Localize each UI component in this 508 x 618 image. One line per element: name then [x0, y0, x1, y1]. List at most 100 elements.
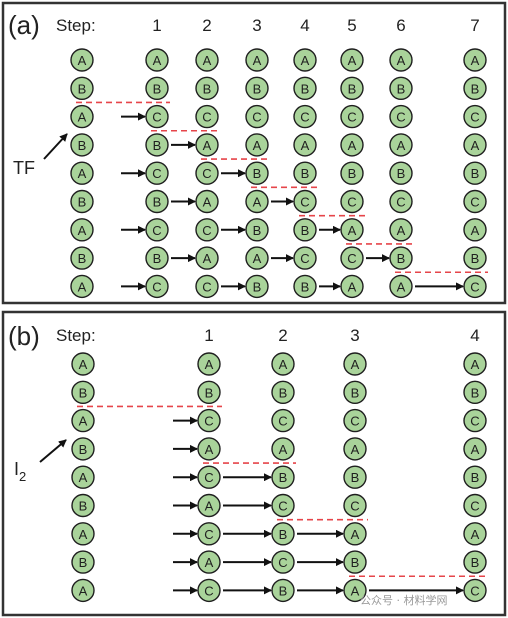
atom-letter: A [205, 357, 214, 372]
atom: C [271, 550, 295, 574]
panel-a-step-7: 7 [470, 16, 479, 35]
atom: A [389, 218, 413, 242]
atom-disc [70, 76, 94, 101]
atom-disc [145, 189, 169, 214]
panel-b-label: (b) [8, 321, 40, 351]
atom: C [463, 493, 487, 518]
atom-disc [293, 48, 317, 72]
atom-disc [463, 218, 487, 242]
fault-lines [76, 101, 488, 578]
atom: B [145, 246, 169, 270]
atom-disc [463, 76, 487, 101]
atom-letter: A [348, 138, 357, 153]
atom-letter: B [471, 470, 480, 485]
atom-disc [195, 76, 219, 101]
atom-disc [389, 48, 413, 72]
atom-disc [70, 161, 94, 185]
atom-letter: A [397, 53, 406, 68]
atom-letter: C [470, 279, 479, 294]
atom-letter: C [152, 223, 161, 238]
atom-disc [70, 218, 94, 242]
atom-letter: C [470, 110, 479, 125]
atom: B [145, 76, 169, 101]
atom: C [340, 189, 364, 214]
atom: C [245, 104, 269, 129]
atom: B [293, 274, 317, 299]
atom-disc [343, 352, 367, 376]
atom-disc [343, 380, 367, 404]
atom-letter: C [202, 166, 211, 181]
atom-disc [293, 274, 317, 299]
atom-disc [145, 104, 169, 129]
atom: A [389, 48, 413, 72]
atom: B [145, 133, 169, 157]
atom: B [271, 380, 295, 404]
atom-disc [245, 48, 269, 72]
atom: A [197, 493, 221, 518]
atom: B [71, 380, 95, 404]
atom-letter: A [471, 442, 480, 457]
atom: C [197, 522, 221, 546]
atom: C [463, 104, 487, 129]
atom: B [343, 550, 367, 574]
atom-letter: B [153, 138, 162, 153]
atom-letter: C [470, 195, 479, 210]
atom: A [271, 437, 295, 461]
atom-disc [195, 189, 219, 214]
panel-a-frame [1, 1, 507, 305]
atom-disc [340, 48, 364, 72]
atom: A [343, 437, 367, 461]
atom-letter: C [278, 555, 287, 570]
atom-disc [463, 578, 487, 603]
atom: B [389, 76, 413, 101]
atom-disc [340, 218, 364, 242]
atom-letter: B [153, 251, 162, 266]
atom: B [71, 493, 95, 518]
atom-disc [340, 133, 364, 157]
atom-letter: A [205, 555, 214, 570]
atom-letter: B [79, 442, 88, 457]
panel-a-step-2: 2 [202, 16, 211, 35]
panel-b-step-3: 3 [350, 326, 359, 345]
atom-letter: C [347, 110, 356, 125]
atom-disc [271, 380, 295, 404]
atom-letter: B [78, 251, 87, 266]
atom-letter: B [397, 81, 406, 96]
atom-letter: B [279, 583, 288, 598]
atom-letter: B [301, 81, 310, 96]
atom-disc [340, 246, 364, 270]
atoms: ABABABABAABCBCBCBCABCACACACABCABABABABCA… [70, 48, 487, 603]
atom-letter: C [278, 414, 287, 429]
panel-b-defect-main: I [14, 459, 19, 479]
atom-disc [340, 76, 364, 101]
atom-disc [195, 133, 219, 157]
panel-b-defect-label: I2 [14, 459, 26, 484]
atom: C [195, 104, 219, 129]
atom-letter: A [253, 138, 262, 153]
atom: C [195, 218, 219, 242]
atom-letter: B [205, 385, 214, 400]
atom: C [145, 218, 169, 242]
atom-letter: B [79, 555, 88, 570]
atom-disc [197, 493, 221, 518]
atom: A [71, 522, 95, 546]
atom-disc [463, 493, 487, 518]
atom: C [271, 493, 295, 518]
atom: C [195, 161, 219, 185]
atom: B [389, 246, 413, 270]
atom: C [271, 408, 295, 433]
atom: A [271, 352, 295, 376]
atom-letter: C [470, 499, 479, 514]
atom-disc [389, 76, 413, 101]
atom: A [70, 274, 94, 299]
panel-a-defect-pointer [43, 133, 68, 160]
atom: A [293, 133, 317, 157]
atom-disc [195, 48, 219, 72]
atom: A [463, 522, 487, 546]
atom-disc [71, 550, 95, 574]
atom: B [245, 161, 269, 185]
atom: C [145, 104, 169, 129]
atom-letter: C [152, 110, 161, 125]
atom-disc [145, 274, 169, 299]
atom-letter: C [470, 583, 479, 598]
